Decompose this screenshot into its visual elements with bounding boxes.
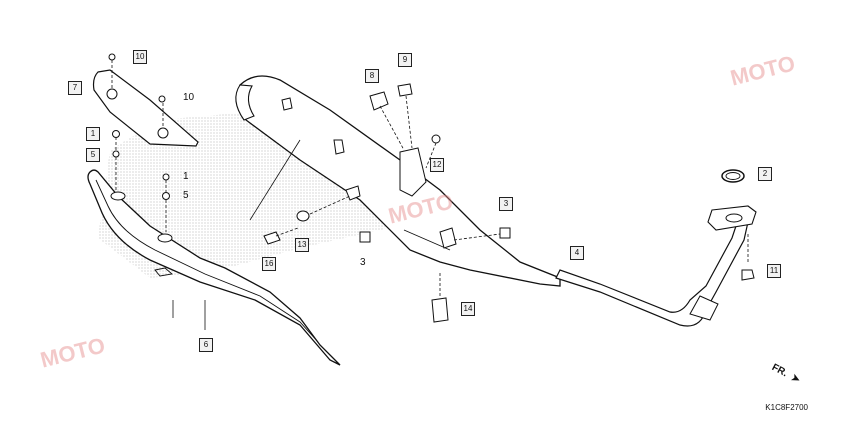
callout-4: 4 [570,246,584,260]
heat-shield-hole-lower [157,233,173,243]
callout-13: 13 [295,238,309,252]
gasket-ring-inner [725,172,741,180]
label-1-plain: 1 [183,171,189,182]
heat-shield-inner [95,179,319,343]
label-5-plain: 5 [183,190,189,201]
leader-lines-solid [172,139,301,330]
muffler-brackets [263,83,511,323]
protector-plate [92,69,199,147]
leader-lines-muffler [275,95,501,296]
callout-9: 9 [398,53,412,67]
protector-hole-lower [157,127,169,139]
label-3-plain: 3 [360,257,366,268]
callout-10: 10 [133,50,147,64]
heat-shield-hole-upper [110,191,126,201]
callout-7: 7 [68,81,82,95]
callout-3: 3 [499,197,513,211]
pipe-flange-port [725,213,743,223]
muffler-seam [403,229,451,251]
pipe-sleeve [689,295,719,321]
heat-shield [87,169,341,366]
callout-6: 6 [199,338,213,352]
callout-1: 1 [86,127,100,141]
callout-12: 12 [430,158,444,172]
heat-shield-slot [154,267,174,277]
callout-5: 5 [86,148,100,162]
callout-8: 8 [365,69,379,83]
callout-2: 2 [758,167,772,181]
protector-hole-upper [106,88,118,100]
callout-11: 11 [767,264,781,278]
label-10-plain: 10 [183,92,195,103]
exhaust-pipe [555,219,749,327]
callout-16: 16 [262,257,276,271]
callout-14: 14 [461,302,475,316]
background-silhouette [98,112,440,278]
drawing-code: K1C8F2700 [765,403,808,412]
muffler-end-cap [235,84,255,121]
flange-nut [741,269,755,281]
leader-lines-left [111,60,167,232]
